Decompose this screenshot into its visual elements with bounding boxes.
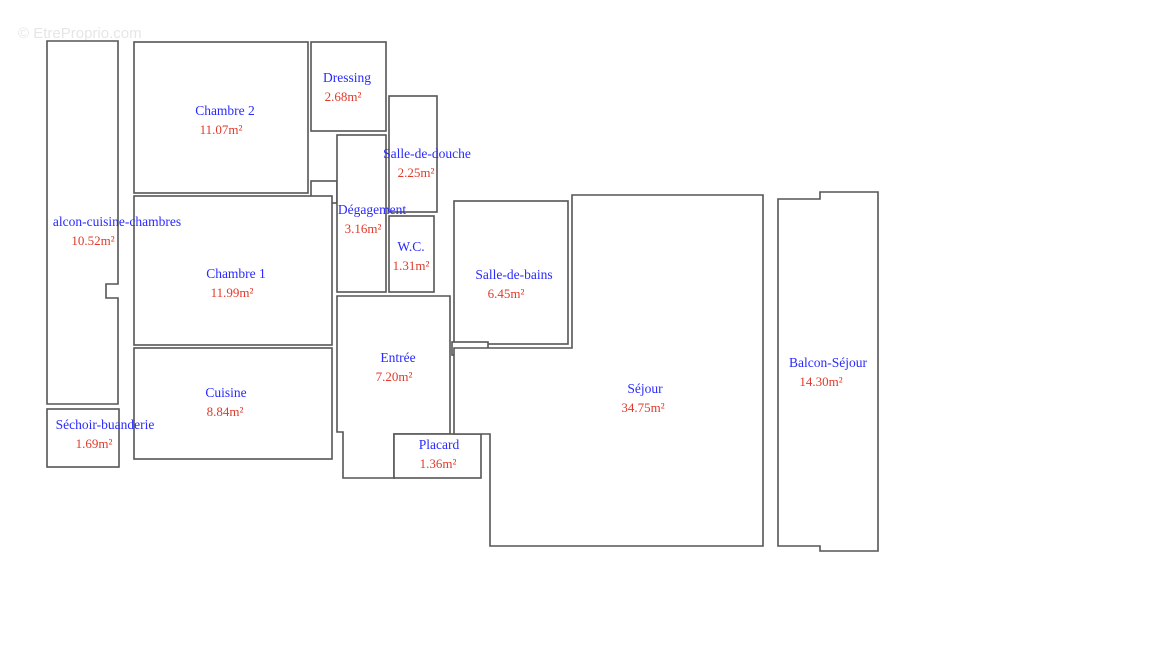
room-outline-placard — [393, 433, 482, 479]
room-outline-salle-de-bains — [453, 200, 569, 345]
room-name-chambre-1: Chambre 1 — [206, 266, 266, 281]
room-name-placard: Placard — [419, 437, 460, 452]
room-area-cuisine: 8.84m² — [207, 404, 244, 419]
watermark: © EtreProprio.com — [18, 25, 142, 42]
room-name-entree: Entrée — [380, 350, 415, 365]
room-area-balcon-cuisine-chambres: 10.52m² — [71, 233, 114, 248]
room-name-balcon-cuisine-chambres: alcon-cuisine-chambres — [53, 214, 181, 229]
room-area-wc: 1.31m² — [393, 258, 430, 273]
room-area-chambre-2: 11.07m² — [200, 122, 243, 137]
room-area-chambre-1: 11.99m² — [211, 285, 254, 300]
room-outline-sechoir-buanderie — [46, 408, 120, 468]
room-outline-balcon-cuisine-chambres — [46, 40, 119, 405]
room-area-entree: 7.20m² — [376, 369, 413, 384]
room-outline-wc — [388, 215, 435, 293]
room-name-degagement: Dégagement — [338, 202, 406, 217]
room-name-wc: W.C. — [397, 239, 424, 254]
room-name-dressing: Dressing — [323, 70, 371, 85]
room-name-chambre-2: Chambre 2 — [195, 103, 255, 118]
walls — [46, 40, 879, 552]
room-area-sechoir-buanderie: 1.69m² — [76, 436, 113, 451]
room-area-salle-de-douche: 2.25m² — [398, 165, 435, 180]
room-outline-sejour — [453, 194, 764, 547]
room-area-placard: 1.36m² — [420, 456, 457, 471]
room-outline-chambre-1 — [133, 195, 333, 346]
room-outline-cuisine — [133, 347, 333, 460]
labels: alcon-cuisine-chambres 10.52m² Séchoir-b… — [53, 70, 868, 471]
room-name-cuisine: Cuisine — [205, 385, 246, 400]
room-area-balcon-sejour: 14.30m² — [799, 374, 842, 389]
room-name-sechoir-buanderie: Séchoir-buanderie — [56, 417, 155, 432]
room-outline-balcon-sejour — [777, 191, 879, 552]
room-area-dressing: 2.68m² — [325, 89, 362, 104]
room-area-degagement: 3.16m² — [345, 221, 382, 236]
room-outline-dressing — [310, 41, 387, 132]
room-name-salle-de-douche: Salle-de-douche — [383, 146, 471, 161]
room-name-salle-de-bains: Salle-de-bains — [475, 267, 552, 282]
room-name-sejour: Séjour — [627, 381, 663, 396]
room-outline-salle-de-douche — [388, 95, 438, 213]
room-outline-chambre-2 — [133, 41, 309, 194]
room-area-sejour: 34.75m² — [621, 400, 664, 415]
room-name-balcon-sejour: Balcon-Séjour — [789, 355, 867, 370]
room-outline-degagement — [336, 134, 387, 293]
room-area-salle-de-bains: 6.45m² — [488, 286, 525, 301]
